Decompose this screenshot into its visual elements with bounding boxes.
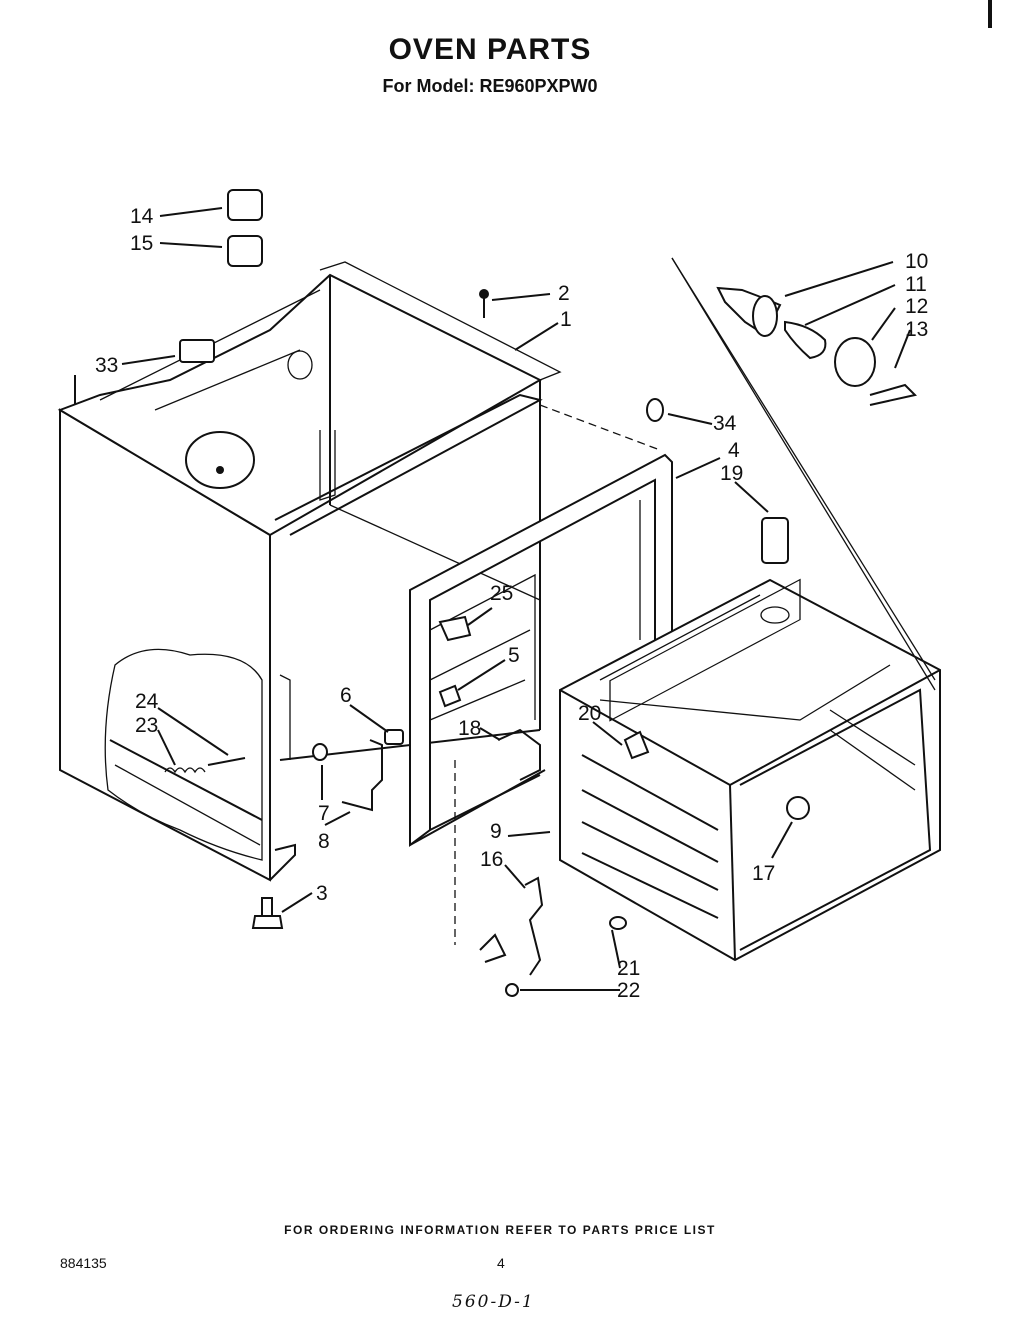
page-title: OVEN PARTS [388, 33, 592, 66]
callout-11: 11 [905, 273, 927, 296]
callout-15: 15 [130, 232, 153, 255]
callout-21: 21 [617, 957, 640, 980]
callout-10: 10 [905, 250, 928, 273]
oven-lamp-assembly [716, 286, 917, 406]
page-number: 4 [497, 1255, 505, 1271]
callout-9: 9 [490, 820, 502, 843]
callout-25: 25 [490, 582, 513, 605]
callout-6: 6 [340, 684, 352, 707]
callout-12: 12 [905, 295, 928, 318]
front-frame [409, 404, 673, 945]
oven-liner [559, 578, 941, 962]
callout-24: 24 [135, 690, 159, 713]
callout-1: 1 [560, 308, 572, 331]
ordering-note: FOR ORDERING INFORMATION REFER TO PARTS … [284, 1223, 716, 1237]
callout-23: 23 [135, 714, 158, 737]
callout-22: 22 [617, 979, 640, 1002]
corner-mark [988, 0, 992, 28]
callout-33: 33 [95, 354, 118, 377]
callout-18: 18 [458, 717, 481, 740]
small-parts [164, 189, 790, 997]
callout-3: 3 [316, 882, 328, 905]
callout-2: 2 [558, 282, 570, 305]
callout-4: 4 [728, 439, 740, 462]
callout-7: 7 [318, 802, 330, 825]
callout-8: 8 [318, 830, 330, 853]
callout-17: 17 [752, 862, 775, 885]
handwritten-note: 560-D-1 [452, 1292, 535, 1312]
document-number: 884135 [60, 1255, 107, 1271]
leader-lines [74, 207, 936, 991]
callout-16: 16 [480, 848, 503, 871]
callout-20: 20 [578, 702, 601, 725]
callout-labels: 14 15 33 2 1 34 4 19 10 11 12 13 25 5 6 … [95, 205, 928, 1002]
callout-34: 34 [713, 412, 737, 435]
callout-13-label: 13 [905, 318, 928, 341]
callout-19: 19 [720, 462, 743, 485]
callout-5: 5 [508, 644, 520, 667]
model-subtitle: For Model: RE960PXPW0 [382, 76, 598, 96]
callout-14: 14 [130, 205, 154, 228]
